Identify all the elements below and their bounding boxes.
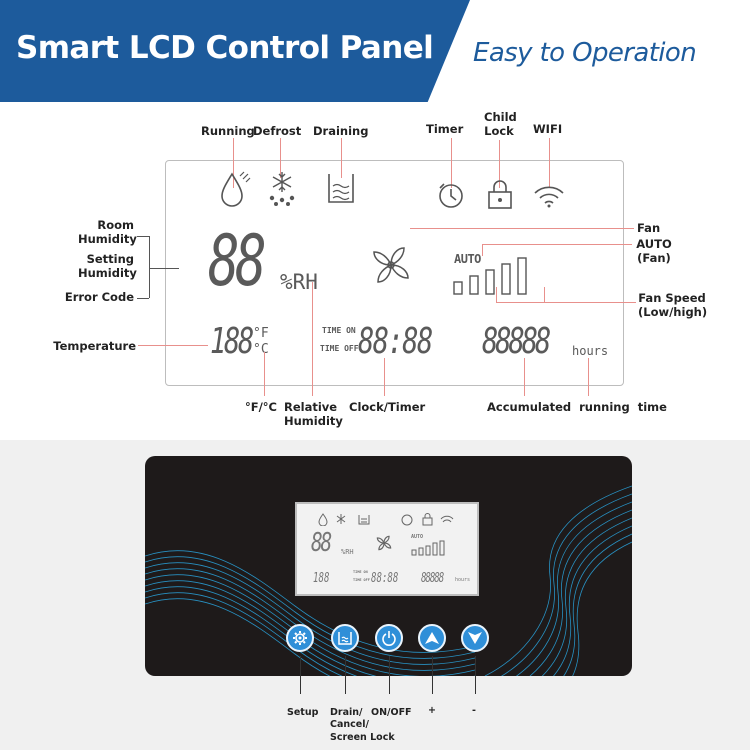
power-button[interactable] [375, 624, 403, 652]
page-title: Smart LCD Control Panel [16, 30, 434, 66]
deg-c: °C [253, 342, 269, 357]
label-clock-timer: Clock/Timer [349, 400, 426, 414]
label-child-lock: Child Lock [484, 110, 517, 139]
label-accumulated-running-time: Accumulated running time [487, 400, 667, 414]
deg-f: °F [253, 326, 269, 341]
auto-indicator: AUTO [454, 252, 481, 266]
mini-humidity-digits: 88 [311, 528, 332, 558]
drain-button[interactable] [331, 624, 359, 652]
label-minus: - [472, 705, 476, 716]
mini-hours-digits: 88888 [421, 571, 444, 586]
time-off-indicator: TIME OFF [320, 344, 359, 353]
label-plus: + [428, 705, 436, 716]
page-subtitle: Easy to Operation [473, 38, 697, 68]
mini-time-off: TIME OFF [353, 578, 370, 582]
drain-tank-icon [338, 632, 352, 645]
header-banner [0, 0, 470, 102]
mini-rh-unit: %RH [341, 548, 354, 556]
label-error-code: Error Code [64, 290, 134, 304]
label-room-humidity: Room Humidity [78, 218, 137, 247]
setup-button[interactable] [286, 624, 314, 652]
temperature-digits: 188 [210, 321, 254, 362]
mini-fan-icon [376, 535, 392, 551]
label-fan: Fan [637, 221, 661, 235]
label-fan-speed: Fan Speed (Low/high) [638, 291, 708, 320]
mini-auto: AUTO [411, 534, 424, 540]
wifi-icon [534, 186, 564, 208]
label-setup: Setup [287, 707, 319, 718]
up-button[interactable] [418, 624, 446, 652]
label-setting-humidity: Setting Humidity [78, 252, 137, 281]
hours-unit: hours [572, 344, 609, 358]
rh-unit: %RH [280, 270, 318, 294]
label-f-c: °F/°C [245, 400, 277, 414]
label-wifi: WIFI [533, 122, 563, 136]
mini-hours-unit: hours [455, 577, 471, 583]
down-button[interactable] [461, 624, 489, 652]
mini-status-icons [318, 513, 454, 526]
time-on-indicator: TIME ON [322, 326, 356, 335]
clock-digits: 88:88 [358, 321, 433, 362]
drain-tank-icon [328, 174, 354, 203]
mini-lcd-screen: 88 %RH AUTO 188 TIME ON TIME OFF 88:88 8… [295, 502, 479, 596]
humidity-digits: 88 [208, 220, 267, 302]
snowflake-icon [269, 172, 295, 206]
label-drain-cancel-screen-lock: Drain/ Cancel/ Screen Lock [330, 707, 395, 743]
mini-fan-bars [411, 540, 445, 556]
label-temperature: Temperature [53, 339, 136, 353]
hours-digits: 88888 [482, 321, 551, 362]
up-arrow-icon [425, 632, 439, 644]
drop-icon [221, 171, 251, 207]
label-auto-fan: AUTO (Fan) [636, 237, 672, 266]
label-running: Running [201, 124, 255, 138]
gear-icon [293, 631, 307, 645]
lcd-diagram: Running Defrost Draining Timer Child Loc… [0, 102, 750, 440]
label-relative-humidity: Relative Humidity [284, 400, 343, 429]
lock-icon [488, 180, 512, 209]
label-draining: Draining [313, 124, 369, 138]
label-defrost: Defrost [253, 124, 302, 138]
lcd-frame [165, 160, 624, 386]
mini-clock-digits: 88:88 [371, 571, 399, 586]
down-arrow-icon [468, 632, 482, 644]
mini-temp-digits: 188 [313, 571, 330, 586]
fan-icon [373, 247, 409, 283]
fan-speed-bars [453, 257, 527, 295]
label-on-off: ON/OFF [371, 707, 412, 718]
mini-time-on: TIME ON [353, 570, 368, 574]
label-timer: Timer [426, 122, 464, 136]
control-panel: 88 %RH AUTO 188 TIME ON TIME OFF 88:88 8… [145, 456, 632, 676]
timer-icon [439, 183, 463, 208]
power-icon [382, 631, 396, 646]
